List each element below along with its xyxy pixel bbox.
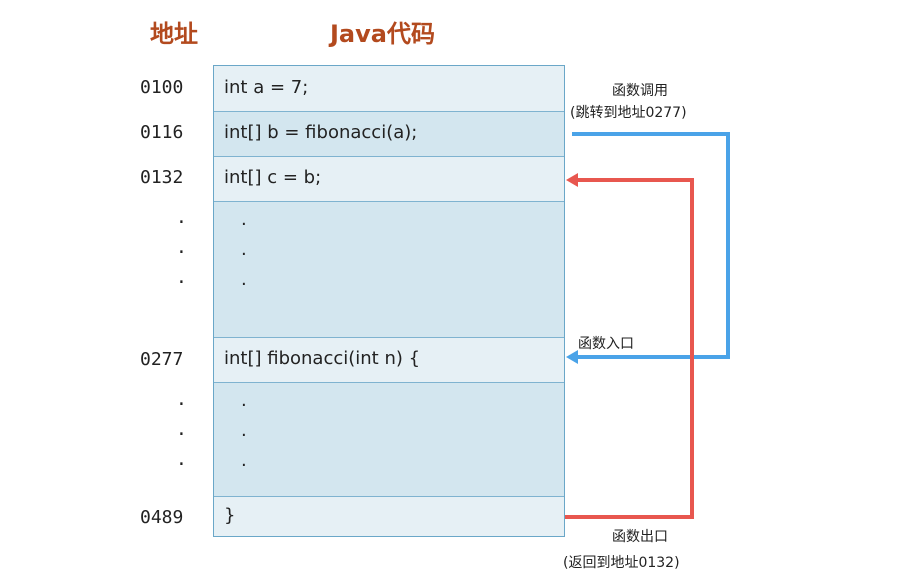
ellipsis-dot: · <box>241 455 247 476</box>
code-row-0100: int a = 7; <box>214 66 564 112</box>
exit-annotation-title: 函数出口 <box>612 529 668 545</box>
call-annotation-detail: (跳转到地址0277) <box>570 105 687 121</box>
ellipsis-dot: · <box>241 425 247 446</box>
address-0132: 0132 <box>140 167 184 188</box>
ellipsis-dot: · <box>176 242 187 263</box>
address-0116: 0116 <box>140 122 184 143</box>
ellipsis-dot: · <box>241 395 247 416</box>
code-row-0132: int[] c = b; <box>214 157 564 202</box>
code-line: int[] b = fibonacci(a); <box>224 122 418 143</box>
code-row-0116: int[] b = fibonacci(a); <box>214 112 564 157</box>
ellipsis-dot: · <box>176 212 187 233</box>
ellipsis-dot: · <box>241 214 247 235</box>
return-arrow-head <box>566 173 578 187</box>
code-row-ellipsis-lower: · · · <box>214 383 564 497</box>
code-row-ellipsis-upper: · · · <box>214 202 564 338</box>
code-line: int[] c = b; <box>224 167 322 188</box>
exit-annotation-detail: (返回到地址0132) <box>563 555 680 571</box>
code-row-0489: } <box>214 497 564 536</box>
return-arrow <box>565 178 694 519</box>
address-0489: 0489 <box>140 507 184 528</box>
call-arrow <box>572 132 730 359</box>
ellipsis-dot: · <box>241 244 247 265</box>
ellipsis-dot: · <box>176 424 187 445</box>
address-0100: 0100 <box>140 77 184 98</box>
code-line: } <box>224 505 236 526</box>
code-line: int[] fibonacci(int n) { <box>224 348 421 369</box>
address-0277: 0277 <box>140 349 184 370</box>
code-table: int a = 7; int[] b = fibonacci(a); int[]… <box>213 65 565 537</box>
code-line: int a = 7; <box>224 77 309 98</box>
ellipsis-dot: · <box>176 454 187 475</box>
call-arrow-head <box>566 350 578 364</box>
ellipsis-dot: · <box>241 274 247 295</box>
ellipsis-dot: · <box>176 272 187 293</box>
code-column-header: Java代码 <box>330 20 435 48</box>
address-column-header: 地址 <box>150 20 198 48</box>
ellipsis-dot: · <box>176 394 187 415</box>
code-row-0277: int[] fibonacci(int n) { <box>214 338 564 383</box>
call-annotation-title: 函数调用 <box>612 83 668 99</box>
entry-annotation: 函数入口 <box>578 336 634 352</box>
